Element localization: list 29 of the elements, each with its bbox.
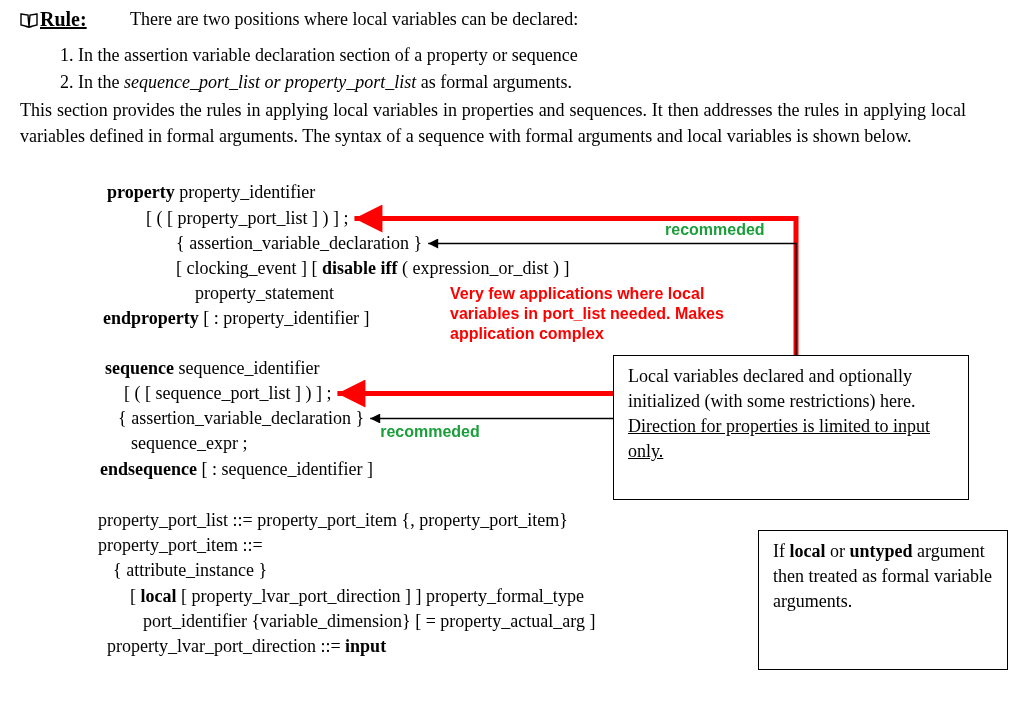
arrow	[337, 379, 613, 408]
syntax-line: endproperty [ : property_identifier ]	[103, 307, 370, 330]
list-item: 2. In the sequence_port_list or property_port_list as formal arguments.	[60, 71, 572, 94]
syntax-line: { assertion_variable_declaration }	[118, 406, 365, 431]
syntax-line: property property_identifier	[107, 181, 316, 204]
warning-note: Very few applications where local variables in port_list needed. Makes application complex	[450, 284, 725, 344]
syntax-line: [ ( [ sequence_port_list ] ) ] ;	[124, 381, 332, 406]
syntax-line: port_identifier {variable_dimension} [ = property_actual_arg ]	[143, 610, 596, 633]
syntax-line: { attribute_instance }	[113, 559, 268, 582]
arrow	[369, 413, 614, 424]
syntax-line: property_port_list ::= property_port_item {, property_port_item}	[98, 509, 568, 532]
paragraph: This section provides the rules in applying local variables in properties and sequences. It then addresses the rules in applying local variables defined in formal arguments. The syntax of a sequence with formal arguments and local variables is shown below.	[20, 99, 966, 148]
arrow	[354, 204, 799, 355]
syntax-line: { assertion_variable_declaration }	[176, 231, 423, 256]
note-box: If local or untyped argument then treated as formal variable arguments.	[758, 530, 1008, 670]
syntax-line: property_statement	[195, 282, 334, 305]
list-item: 1. In the assertion variable declaration section of a property or sequence	[60, 44, 578, 67]
syntax-line: property_lvar_port_direction ::= input	[107, 635, 387, 658]
syntax-line: sequence sequence_identifier	[105, 357, 320, 380]
arrow	[427, 238, 797, 356]
syntax-line: [ clocking_event ] [ disable iff ( expression_or_dist ) ]	[176, 257, 570, 280]
syntax-line: sequence_expr ;	[131, 432, 248, 455]
syntax-line: property_port_item ::=	[98, 534, 263, 557]
syntax-line: endsequence [ : sequence_identifier ]	[100, 458, 373, 481]
note-box: Local variables declared and optionally initialized (with some restrictions) here. Direction for properties is limited to input only.	[613, 355, 969, 500]
syntax-line: [ ( [ property_port_list ] ) ] ;	[146, 206, 349, 231]
rule-heading: Rule:	[40, 7, 87, 32]
syntax-line: [ local [ property_lvar_port_direction ] ] property_formal_type	[130, 585, 584, 608]
intro-text: There are two positions where local variables can be declared:	[130, 8, 579, 31]
